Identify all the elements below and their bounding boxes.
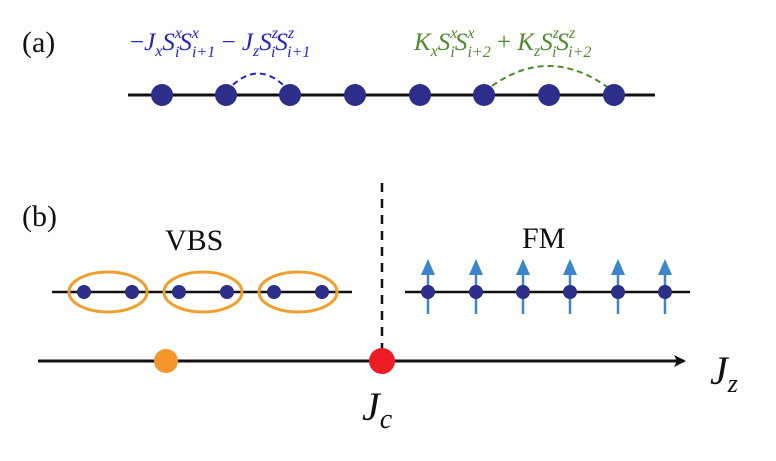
nn-bond-arc — [225, 72, 291, 93]
chain-a-site — [538, 84, 560, 106]
fm-sites — [421, 285, 672, 299]
vbs-marker-point — [154, 349, 178, 373]
fm-site — [563, 285, 577, 299]
chain-a-site — [279, 84, 301, 106]
vbs-site — [77, 285, 91, 299]
fm-site — [658, 285, 672, 299]
vbs-sites — [77, 285, 329, 299]
vbs-site — [220, 285, 234, 299]
jz-axis-label: Jz — [710, 348, 738, 398]
vbs-dimer — [67, 270, 149, 314]
chain-a-sites — [151, 84, 625, 106]
chain-a-site — [409, 84, 431, 106]
panel-b-label: (b) — [22, 200, 57, 233]
fm-site — [611, 285, 625, 299]
chain-a-site — [151, 84, 173, 106]
vbs-dimer — [162, 270, 244, 314]
vbs-site — [315, 285, 329, 299]
vbs-dimers — [67, 270, 339, 314]
fm-site — [516, 285, 530, 299]
chain-a-site — [215, 84, 237, 106]
chain-a-site — [344, 84, 366, 106]
vbs-phase-label: VBS — [165, 224, 223, 257]
fm-site — [421, 285, 435, 299]
vbs-dimer — [257, 270, 339, 314]
chain-a-site — [473, 84, 495, 106]
vbs-site — [267, 285, 281, 299]
chain-a-site — [603, 84, 625, 106]
fm-phase-label: FM — [522, 222, 565, 255]
critical-point — [369, 348, 395, 374]
fm-site — [469, 285, 483, 299]
vbs-site — [172, 285, 186, 299]
critical-point-label: Jc — [362, 384, 393, 435]
fm-spins — [421, 259, 672, 314]
nnn-bond-arc — [483, 65, 615, 93]
panel-a-label: (a) — [22, 26, 55, 59]
vbs-site — [125, 285, 139, 299]
